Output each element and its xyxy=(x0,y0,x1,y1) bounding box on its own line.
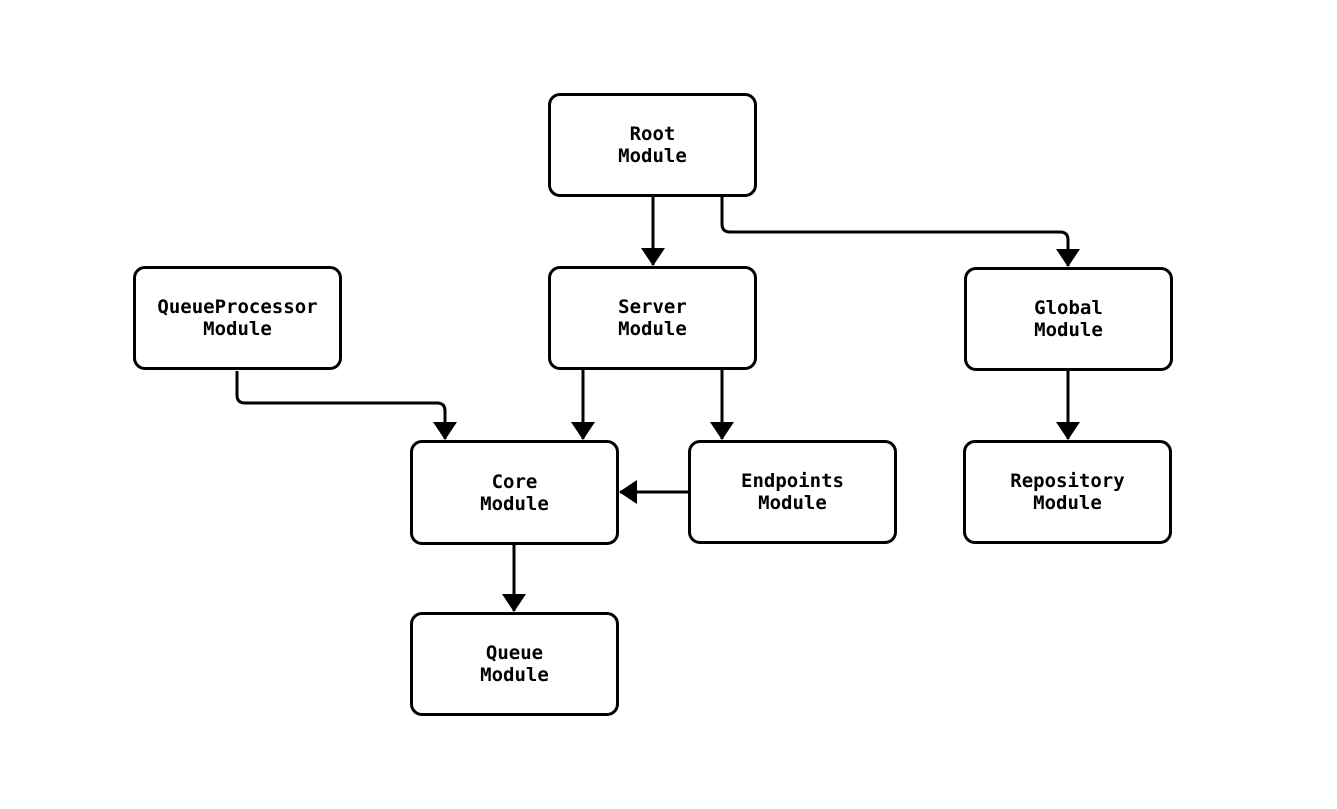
node-label-line: QueueProcessor xyxy=(157,296,318,318)
node-queue-module: Queue Module xyxy=(410,612,619,716)
node-endpoints-module: Endpoints Module xyxy=(688,440,897,544)
node-label-line: Module xyxy=(618,145,687,167)
node-core-module: Core Module xyxy=(410,440,619,545)
node-label-line: Module xyxy=(618,318,687,340)
node-root-module: Root Module xyxy=(548,93,757,197)
node-label-line: Module xyxy=(203,318,272,340)
node-label-line: Module xyxy=(480,664,549,686)
node-server-module: Server Module xyxy=(548,266,757,370)
node-label-line: Queue xyxy=(485,642,544,664)
node-label-line: Root xyxy=(629,123,676,145)
node-label-line: Repository xyxy=(1010,470,1125,492)
node-label-line: Global xyxy=(1034,297,1103,319)
node-global-module: Global Module xyxy=(964,267,1173,371)
node-repository-module: Repository Module xyxy=(963,440,1172,544)
node-label-line: Module xyxy=(758,492,827,514)
node-label-line: Endpoints xyxy=(741,470,844,492)
edge-queue-processor-to-core xyxy=(235,371,457,440)
node-label-line: Module xyxy=(1033,492,1102,514)
edge-root-to-global xyxy=(720,197,1080,267)
node-label-line: Server xyxy=(618,296,687,318)
node-label-line: Module xyxy=(480,492,549,515)
node-queue-processor-module: QueueProcessor Module xyxy=(133,266,342,370)
node-label-line: Core xyxy=(491,470,538,493)
node-label-line: Module xyxy=(1034,319,1103,341)
